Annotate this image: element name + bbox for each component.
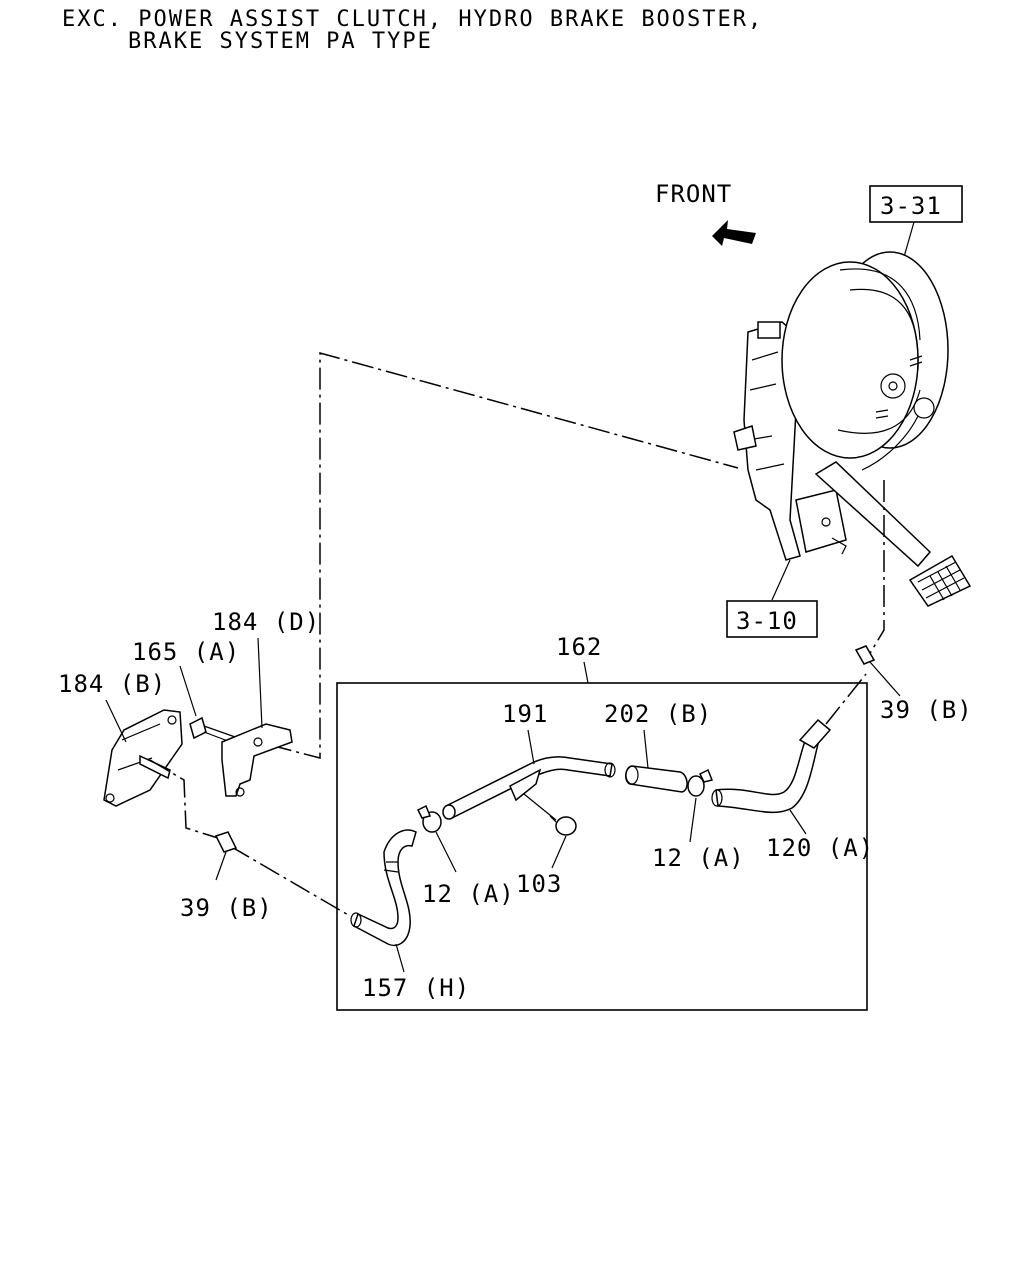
callout-39b-right: 39 (B) bbox=[880, 696, 973, 724]
leader-191 bbox=[527, 729, 535, 765]
leader-120a bbox=[789, 809, 807, 835]
clamp-12a-right bbox=[687, 768, 714, 797]
brake-booster-assembly bbox=[733, 251, 972, 607]
callout-202b: 202 (B) bbox=[604, 700, 712, 728]
callout-39b-left: 39 (B) bbox=[180, 894, 273, 922]
hose-202b bbox=[625, 765, 688, 793]
header-line-2: BRAKE SYSTEM PA TYPE bbox=[128, 29, 433, 54]
bracket-184b bbox=[103, 709, 183, 807]
leader-3-10 bbox=[771, 559, 791, 601]
ref-box-booster[interactable]: 3-31 bbox=[869, 185, 963, 223]
callout-12a-right: 12 (A) bbox=[652, 844, 745, 872]
routing-line-right bbox=[825, 673, 867, 725]
leader-184d bbox=[257, 637, 263, 729]
front-arrow-icon bbox=[712, 220, 756, 246]
header-line-1: EXC. POWER ASSIST CLUTCH, HYDRO BRAKE BO… bbox=[62, 7, 763, 32]
callout-157h: 157 (H) bbox=[362, 974, 470, 1002]
front-label: FRONT bbox=[655, 180, 732, 208]
leader-12a-left bbox=[435, 831, 457, 873]
routing-line-left-2 bbox=[229, 845, 351, 917]
leader-39b-left bbox=[215, 851, 227, 881]
callout-103: 103 bbox=[516, 870, 562, 898]
routing-line-top bbox=[269, 352, 739, 759]
callout-191: 191 bbox=[502, 700, 548, 728]
bracket-184d bbox=[221, 723, 293, 797]
kit-box-162[interactable] bbox=[336, 682, 868, 1011]
ref-booster-label: 3-31 bbox=[880, 192, 942, 220]
ref-box-pedal[interactable]: 3-10 bbox=[726, 600, 818, 638]
leader-184b bbox=[105, 699, 127, 743]
clamp-12a-left bbox=[416, 804, 442, 833]
leader-157h bbox=[395, 943, 405, 973]
leader-165a bbox=[179, 665, 197, 717]
callout-162: 162 bbox=[556, 633, 602, 661]
ref-pedal-label: 3-10 bbox=[736, 607, 798, 635]
leader-39b-right bbox=[869, 661, 901, 697]
routing-line-pedal bbox=[865, 480, 885, 661]
clip-39b-left bbox=[214, 831, 238, 853]
callout-12a-left: 12 (A) bbox=[422, 880, 515, 908]
callout-184d: 184 (D) bbox=[212, 608, 320, 636]
leader-103-b bbox=[551, 835, 567, 869]
grommet-103 bbox=[549, 815, 577, 836]
callout-165a: 165 (A) bbox=[132, 638, 240, 666]
clip-39b-right bbox=[854, 645, 876, 665]
pipe-191 bbox=[442, 756, 616, 820]
leader-12a-right bbox=[689, 797, 697, 843]
routing-line-left bbox=[149, 759, 219, 839]
leader-162 bbox=[583, 661, 589, 684]
callout-120a: 120 (A) bbox=[766, 834, 874, 862]
leader-202b bbox=[643, 729, 649, 769]
hose-120a bbox=[711, 718, 832, 814]
leader-103-a bbox=[523, 793, 557, 821]
hose-157h bbox=[350, 829, 417, 947]
callout-184b: 184 (B) bbox=[58, 670, 166, 698]
